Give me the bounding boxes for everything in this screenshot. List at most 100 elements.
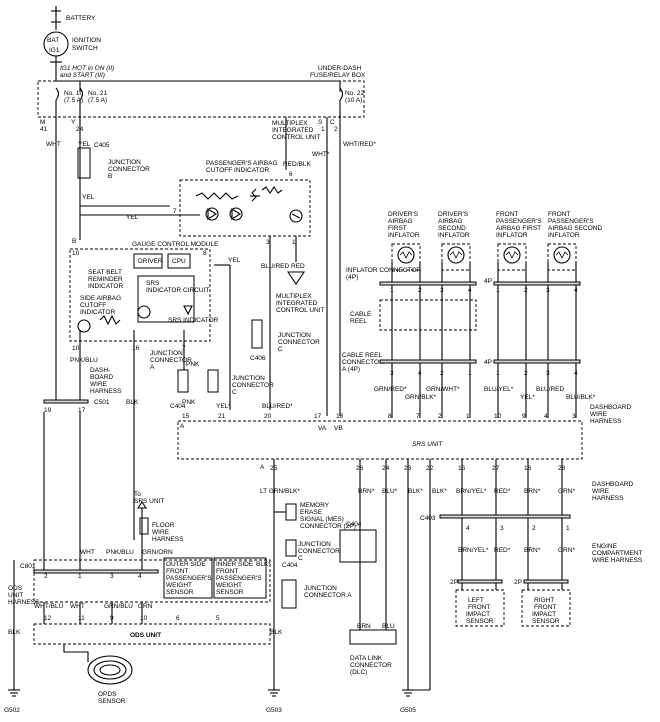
ods-harness-2: UNIT	[8, 592, 23, 599]
w-pnkblu-2: PNK/BLU	[106, 549, 134, 556]
inflator-2-box	[441, 243, 471, 271]
cable-reel-conn-label2: CONNECTOR	[342, 359, 384, 366]
wire-pnk-1: PNK	[182, 399, 196, 406]
jc-c-box	[207, 369, 219, 393]
cable-reel-conn-label: CABLE REEL	[342, 352, 382, 359]
wire-whtred: WHT/RED*	[343, 141, 376, 148]
c403-label: C403	[420, 515, 436, 522]
left-impact-sensor	[455, 589, 505, 627]
inner-weight-sensor	[213, 557, 267, 599]
dash-harness-r6: HARNESS	[592, 495, 624, 502]
srs-vb-label: VB	[334, 425, 343, 432]
srs-pin-7: 7	[416, 413, 420, 420]
wire-yel-5: YEL*	[216, 403, 231, 410]
rf-sensor-2: FRONT	[534, 604, 556, 611]
inflator-4-label3: AIRBAG SECOND	[548, 225, 602, 232]
ig1-note: IG1 HOT in ON (II)	[60, 65, 114, 72]
inflator-1-label4: INFLATOR	[388, 232, 420, 239]
cr-pin-2b: 2	[524, 370, 528, 377]
jc-a-label: JUNCTION	[150, 350, 183, 357]
srs-pin-a2: A	[260, 464, 265, 471]
w-brnyel: BRN/YEL*	[456, 488, 487, 495]
cable-reel-conn-label3: A (4P)	[342, 366, 360, 373]
jc-b-label2: CONNECTOR	[108, 166, 150, 173]
fuse-21-rating: (7.5 A)	[88, 97, 107, 104]
side-airbag-label3: INDICATOR	[80, 309, 115, 316]
rf-sensor-4: SENSOR	[532, 618, 560, 625]
cpu-box	[167, 253, 191, 269]
mes-label: MEMORY	[300, 502, 330, 509]
ods-pin-3: 3	[110, 573, 114, 580]
mict-label-2: INTEGRATED	[272, 127, 314, 134]
w-grn-2: GRN*	[558, 547, 575, 554]
dash-harness-2: BOARD	[90, 374, 113, 381]
wire-blured: BLU/RED	[261, 263, 289, 270]
wire-wht-1b: WHT*	[312, 151, 330, 158]
c403-pin-2: 2	[532, 525, 536, 532]
srs-w-grnwht: GRN/WHT*	[426, 386, 460, 393]
lf-sensor-1: LEFT	[468, 597, 484, 604]
srs-pin-10: 10	[494, 413, 502, 420]
wire-blured-2: BLU/RED*	[262, 403, 293, 410]
srs-unit-label: SRS UNIT	[412, 441, 443, 448]
g505-label: G505	[400, 707, 416, 714]
pin-15: 15	[182, 413, 190, 420]
c406-label: C406	[250, 355, 266, 362]
pin-s-label: S	[318, 119, 323, 126]
pin-17b: 17	[314, 413, 322, 420]
underdash-box-label-2: FUSE/RELAY BOX	[310, 72, 366, 79]
seatbelt-label: SEAT BELT	[88, 269, 122, 276]
ods-unit	[33, 623, 271, 645]
cr-pin-3: 3	[390, 370, 394, 377]
cr-pin-4: 4	[418, 370, 422, 377]
w-red-2: RED*	[494, 547, 511, 554]
pin-1b-label: 1	[292, 239, 296, 246]
mes-label3: SIGNAL (MES)	[300, 516, 344, 523]
jc-a2-label3: C	[298, 555, 303, 562]
inf-pin-4b: 4	[574, 287, 578, 294]
eng-harness-1: ENGINE	[592, 543, 618, 550]
dash-harness-r2: WIRE	[590, 411, 608, 418]
jc-a3-box	[281, 579, 297, 609]
outer-sensor-2: FRONT	[166, 568, 188, 575]
pass-cutoff-label: PASSENGER'S AIRBAG	[206, 160, 278, 167]
cpu-label: CPU	[172, 258, 186, 265]
srs-unit	[177, 420, 583, 460]
eng-harness-2: COMPARTMENT	[592, 550, 642, 557]
w-grnblu: GRN/BLU	[104, 603, 133, 610]
floor-harness-2: WIRE	[152, 529, 170, 536]
w-brn-4: BRN	[357, 623, 371, 630]
w-blu-1: BLU*	[382, 488, 398, 495]
jc-b-label: JUNCTION	[108, 159, 141, 166]
pin-c-label: C	[330, 119, 335, 126]
pin-41-label: 41	[40, 126, 48, 133]
inner-sensor-1: INNER SIDE	[216, 561, 254, 568]
jc-c-label: JUNCTION	[278, 332, 311, 339]
junction-connector-b	[77, 147, 91, 179]
dlc-label: DATA LINK	[350, 655, 383, 662]
srs-pin-1: 1	[466, 413, 470, 420]
dash-harness-r1: DASHBOARD	[590, 404, 631, 411]
cable-4p-label: 4P	[484, 359, 492, 366]
cable-reel-connector-bar-2	[493, 359, 581, 364]
pin-8-label: 8	[203, 250, 207, 257]
inner-sensor-3: PASSENGER'S	[216, 575, 262, 582]
inflator-1-box	[391, 243, 421, 271]
dlc-label2: CONNECTOR	[350, 662, 392, 669]
srs-ind-label3: SRS INDICATOR	[168, 317, 219, 324]
ods-pin-10: 10	[140, 615, 148, 622]
c404-box	[339, 529, 377, 563]
wire-red: RED	[291, 263, 305, 270]
inf-pin-3: 3	[440, 287, 444, 294]
opds-label2: SENSOR	[98, 698, 126, 705]
fuse-10-label: No. 10	[64, 90, 84, 97]
mict-label-1: MULTIPLEX	[272, 120, 308, 127]
ods-pin-12: 12	[44, 615, 52, 622]
outer-sensor-4: WEIGHT	[166, 582, 192, 589]
cable-reel-label: CABLE	[350, 311, 372, 318]
jc-a2-label: JUNCTION	[298, 541, 331, 548]
inf-pin-2b: 2	[524, 287, 528, 294]
opds-sensor	[87, 655, 133, 685]
inflator-3-label2: PASSENGER'S	[496, 218, 542, 225]
c404-b-label: C404	[282, 562, 298, 569]
